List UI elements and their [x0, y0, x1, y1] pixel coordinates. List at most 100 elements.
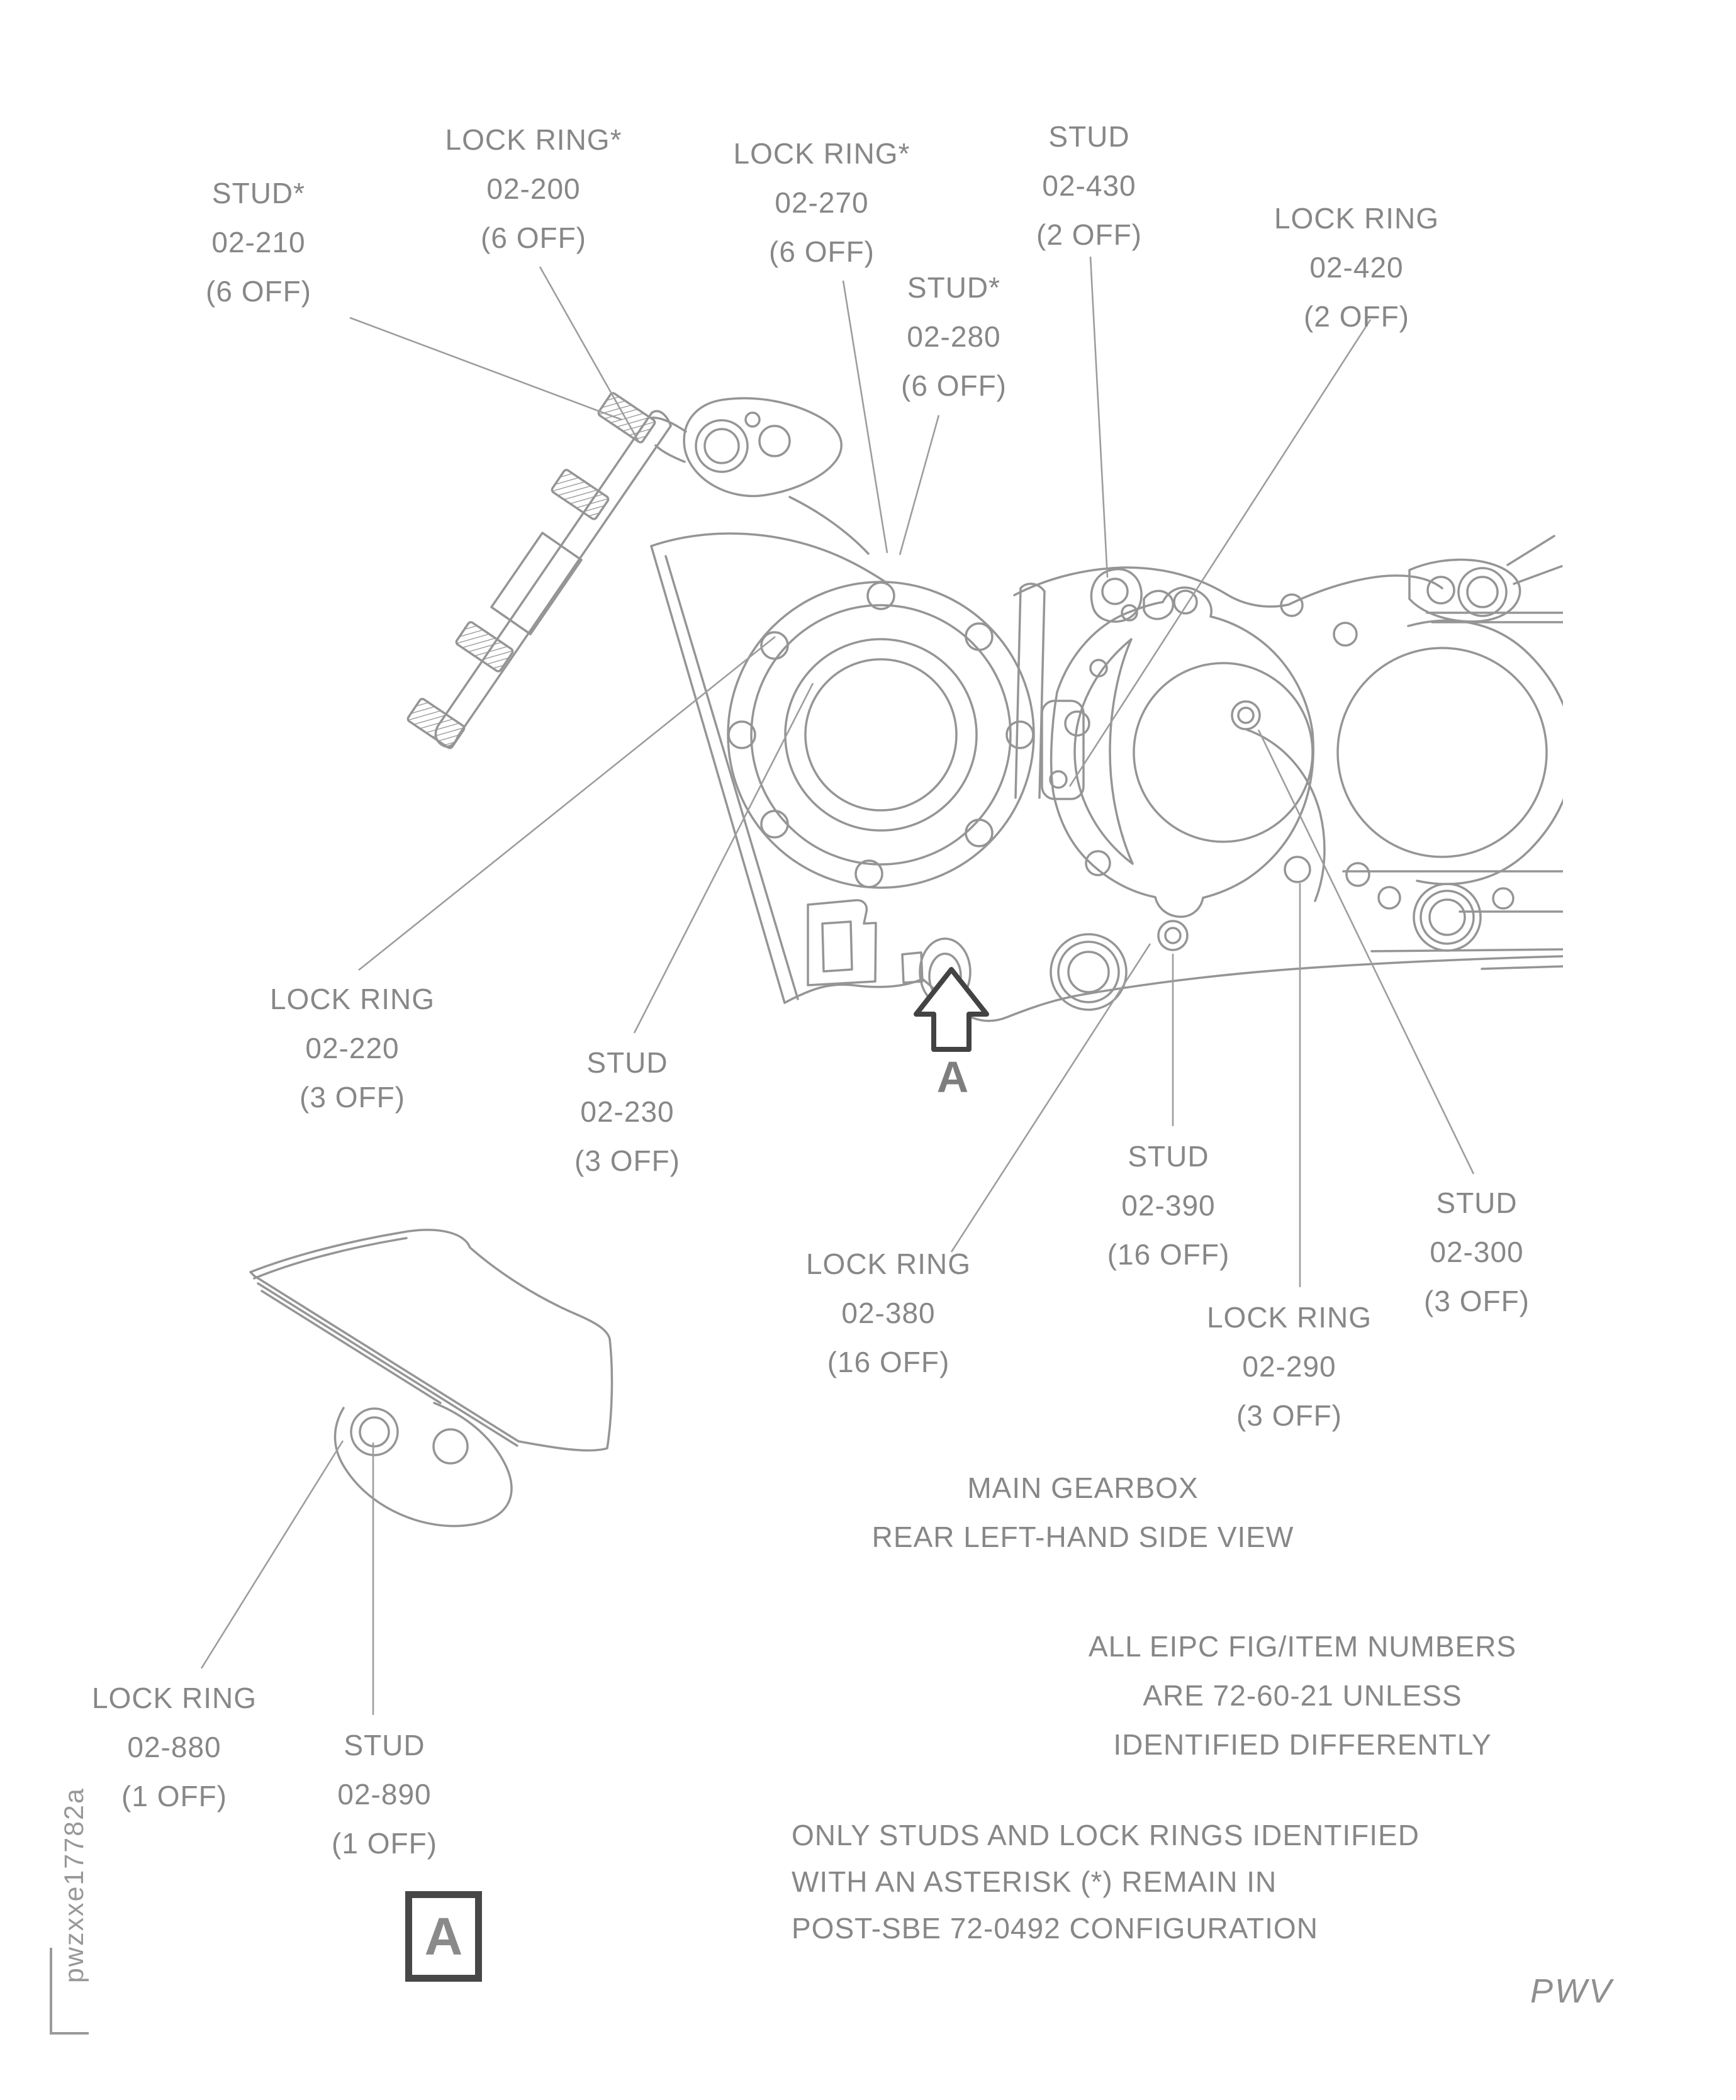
callout-lock-ring-02-880: LOCK RING 02-880 (1 OFF): [92, 1673, 257, 1821]
rail-sleeve: [490, 532, 583, 635]
plate-opening: [1133, 662, 1314, 843]
callout-part-name: LOCK RING: [1206, 1301, 1372, 1334]
crescent-plate: [1050, 586, 1314, 951]
callout-stud-02-280: STUD* 02-280 (6 OFF): [901, 263, 1007, 410]
asterisk-note: ONLY STUDS AND LOCK RINGS IDENTIFIED WIT…: [792, 1812, 1420, 1952]
leader-line-02-220: [358, 635, 776, 971]
view-caption-line2: REAR LEFT-HAND SIDE VIEW: [871, 1521, 1294, 1553]
callout-quantity: (3 OFF): [300, 1081, 405, 1114]
leader-line-02-430: [1089, 256, 1109, 578]
callout-item-number: 02-210: [211, 226, 306, 259]
bracket-bore-inner: [703, 428, 740, 464]
callout-part-name: STUD: [344, 1729, 425, 1762]
leader-line-02-380: [950, 943, 1151, 1253]
callout-quantity: (3 OFF): [1424, 1285, 1530, 1317]
callout-quantity: (3 OFF): [574, 1144, 680, 1177]
asterisk-note-line3: POST-SBE 72-0492 CONFIGURATION: [792, 1912, 1318, 1945]
callout-item-number: 02-300: [1430, 1236, 1524, 1268]
asterisk-note-line2: WITH AN ASTERISK (*) REMAIN IN: [792, 1865, 1277, 1898]
leader-lines: [200, 256, 1475, 1715]
callout-quantity: (6 OFF): [481, 221, 586, 254]
flange-bolt-hole: [854, 859, 883, 888]
stud-hatched: [406, 698, 466, 749]
callout-lock-ring-02-420: LOCK RING 02-420 (2 OFF): [1274, 194, 1439, 341]
callout-part-name: LOCK RING*: [445, 123, 622, 156]
callout-part-name: LOCK RING: [1274, 202, 1440, 235]
stud-hole-02-300: [1231, 700, 1261, 730]
callout-part-name: STUD*: [907, 271, 1001, 304]
image-reference-code: pwzxxe17782a: [59, 1787, 89, 1983]
seal-boss: [1050, 933, 1128, 1011]
flange-bolt-hole: [1005, 720, 1034, 749]
callout-item-number: 02-200: [486, 172, 581, 205]
plate-ear-hole: [1173, 589, 1198, 615]
callout-stud-02-390: STUD 02-390 (16 OFF): [1107, 1132, 1230, 1279]
callout-quantity: (1 OFF): [332, 1827, 437, 1860]
callout-quantity: (3 OFF): [1236, 1399, 1342, 1432]
callout-item-number: 02-890: [337, 1778, 432, 1811]
watermark-corner-bracket: [50, 1948, 89, 2035]
callout-lock-ring-02-380: LOCK RING 02-380 (16 OFF): [806, 1239, 971, 1387]
callout-item-number: 02-270: [775, 186, 869, 219]
detail-identifier-letter: A: [424, 1906, 463, 1966]
leader-line-02-210: [349, 316, 622, 421]
eipc-note: ALL EIPC FIG/ITEM NUMBERS ARE 72-60-21 U…: [1089, 1622, 1516, 1769]
view-caption: MAIN GEARBOX REAR LEFT-HAND SIDE VIEW: [872, 1463, 1294, 1561]
flange-bolt-hole: [760, 810, 789, 839]
view-caption-line1: MAIN GEARBOX: [967, 1472, 1199, 1504]
callout-lock-ring-02-290: LOCK RING 02-290 (3 OFF): [1207, 1293, 1372, 1440]
callout-part-name: LOCK RING*: [733, 137, 910, 170]
leader-line-02-280: [899, 415, 940, 556]
callout-item-number: 02-380: [841, 1297, 936, 1329]
callout-item-number: 02-280: [907, 320, 1001, 353]
callout-lock-ring-02-270: LOCK RING* 02-270 (6 OFF): [734, 129, 910, 276]
top-right-boss: [1408, 535, 1563, 623]
view-arrow-letter: A: [936, 1053, 969, 1102]
casing-web: [1014, 568, 1174, 800]
callout-lock-ring-02-200: LOCK RING* 02-200 (6 OFF): [445, 115, 622, 262]
callout-quantity: (16 OFF): [827, 1346, 950, 1378]
callout-part-name: STUD*: [211, 177, 306, 209]
callout-part-name: STUD: [1436, 1187, 1518, 1219]
casing-outline: [650, 496, 1563, 1022]
central-cover-flange: [727, 581, 1035, 889]
plate-hole: [1064, 710, 1090, 737]
flange-bolt-hole: [965, 622, 994, 651]
flange-bolt-hole: [727, 720, 756, 749]
bottom-clamp: [807, 899, 877, 986]
lock-ring-hole-02-290: [1284, 856, 1311, 883]
callout-item-number: 02-880: [127, 1731, 221, 1763]
right-flange: [1231, 619, 1563, 902]
callout-stud-02-300: STUD 02-300 (3 OFF): [1424, 1178, 1530, 1326]
flange-bolt-hole: [866, 581, 895, 610]
eipc-note-line2: ARE 72-60-21 UNLESS: [1143, 1679, 1462, 1712]
callout-quantity: (1 OFF): [121, 1780, 227, 1812]
callout-quantity: (6 OFF): [206, 275, 311, 308]
callout-part-name: STUD: [1048, 120, 1130, 153]
detail-view-a: [249, 1229, 613, 1528]
bracket-pinhole: [744, 411, 761, 428]
stud-hole-02-430: [1101, 578, 1129, 605]
flange-bolt-hole: [965, 818, 994, 847]
crescent-cutout: [1073, 638, 1134, 865]
detail-foot: [333, 1402, 513, 1528]
bracket-bore-outer: [695, 419, 749, 473]
eipc-note-line1: ALL EIPC FIG/ITEM NUMBERS: [1088, 1630, 1517, 1663]
callout-quantity: (2 OFF): [1304, 300, 1409, 333]
stud-hatched: [551, 469, 610, 520]
callout-item-number: 02-290: [1242, 1350, 1336, 1383]
callout-item-number: 02-230: [580, 1095, 675, 1128]
leader-line-02-270: [842, 280, 888, 554]
callout-quantity: (6 OFF): [769, 235, 875, 268]
callout-quantity: (6 OFF): [901, 369, 1007, 402]
stud-hatched: [597, 392, 656, 444]
stud-rail: [434, 410, 672, 748]
detail-plate: [249, 1229, 613, 1452]
plate-ear-hole: [1280, 593, 1304, 617]
callout-quantity: (2 OFF): [1036, 218, 1142, 251]
rail-studs: [406, 392, 656, 749]
callout-item-number: 02-220: [305, 1032, 400, 1064]
callout-part-name: LOCK RING: [91, 1682, 257, 1714]
stud-hole-02-390: [1157, 920, 1189, 951]
callout-stud-02-210: STUD* 02-210 (6 OFF): [206, 169, 311, 316]
